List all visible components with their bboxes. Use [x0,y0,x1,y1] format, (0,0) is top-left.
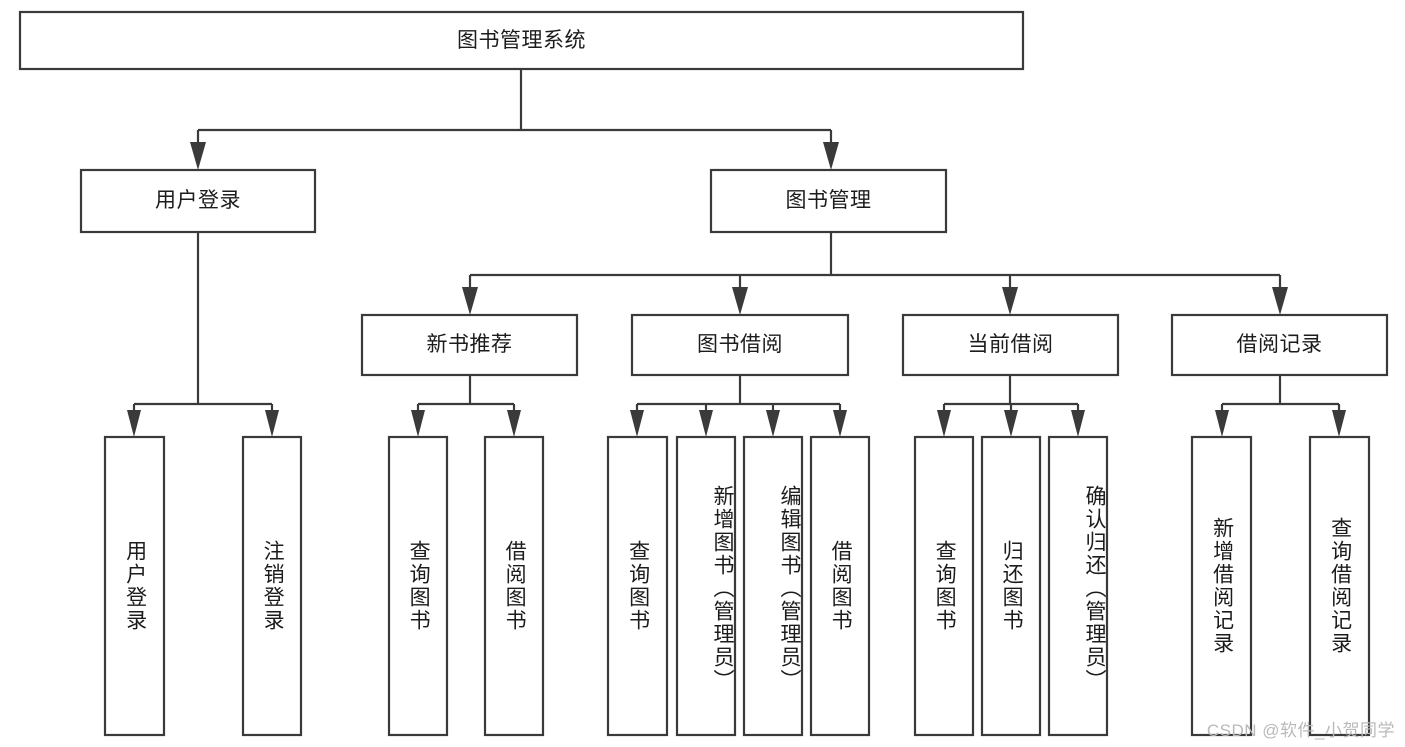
node-leaf-borrow-book-a[interactable] [483,435,545,737]
node-leaf-query-book-b[interactable] [606,435,669,737]
node-leaf-add-record[interactable] [1190,435,1253,737]
node-leaf-query-record[interactable] [1308,435,1371,737]
node-leaf-borrow-book-b[interactable] [809,435,871,737]
node-book-borrow[interactable] [630,313,850,377]
edge-borrowrecord-to-leaves [1215,375,1346,437]
node-leaf-logout[interactable] [241,435,303,737]
edge-bookmanage-to-level3 [462,232,1288,315]
node-root[interactable] [18,10,1025,71]
node-borrow-record[interactable] [1170,313,1389,377]
edge-bookborrow-to-leaves [630,375,847,437]
node-leaf-user-login[interactable] [103,435,166,737]
edge-currentborrow-to-leaves [937,375,1085,437]
node-book-manage[interactable] [709,168,948,234]
edge-userlogin-to-leaves [127,232,279,437]
node-leaf-confirm-return[interactable] [1047,435,1109,737]
node-leaf-edit-book[interactable] [742,435,804,737]
node-current-borrow[interactable] [901,313,1120,377]
node-leaf-return-book[interactable] [980,435,1042,737]
node-leaf-query-book-c[interactable] [913,435,975,737]
edge-newbook-to-leaves [411,375,521,437]
node-leaf-query-book-a[interactable] [387,435,449,737]
node-user-login[interactable] [79,168,317,234]
node-leaf-add-book[interactable] [675,435,737,737]
edge-root-to-level2 [190,69,839,170]
node-new-book-recommend[interactable] [360,313,579,377]
csdn-watermark: CSDN @软件_小贺同学 [1206,721,1395,740]
